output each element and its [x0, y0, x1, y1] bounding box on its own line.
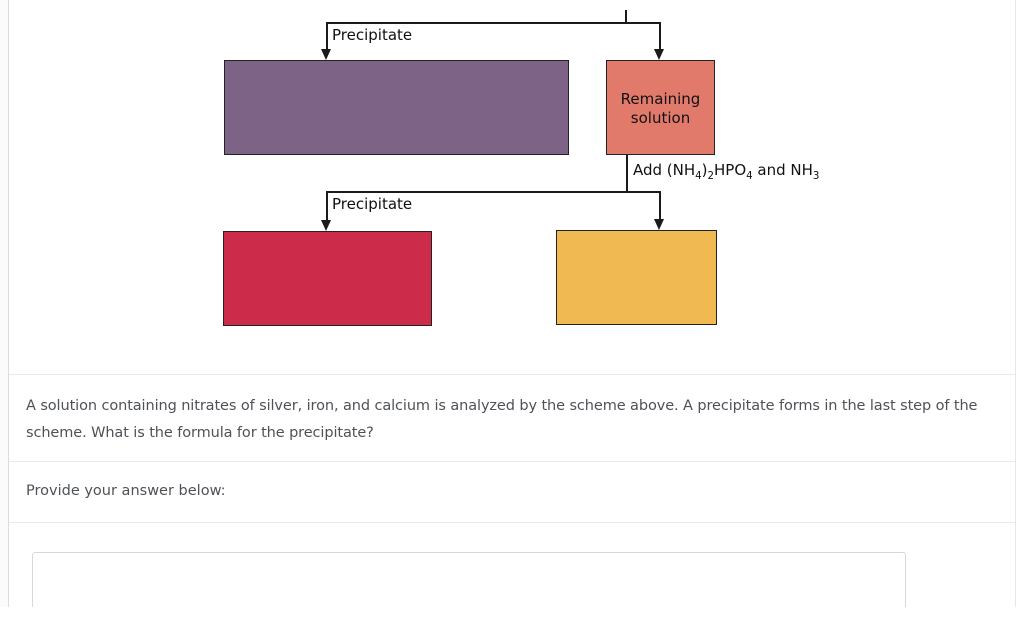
precipitate-box-2	[223, 231, 432, 326]
content-right-border	[1015, 0, 1016, 607]
answer-prompt: Provide your answer below:	[26, 483, 226, 499]
final-solution-box	[556, 230, 717, 325]
connector-top-horizontal	[326, 22, 661, 24]
connector-bottom-right-vertical	[659, 191, 661, 221]
section-divider	[9, 374, 1015, 375]
question-text: A solution containing nitrates of silver…	[26, 398, 978, 441]
precipitate-box-1	[224, 60, 569, 155]
connector-middle-spine	[626, 155, 628, 193]
section-divider	[9, 461, 1015, 462]
answer-input[interactable]	[32, 552, 906, 607]
connector-bottom-horizontal	[326, 191, 661, 193]
arrowhead-down-icon	[321, 49, 331, 60]
connector-top-right-vertical	[659, 22, 661, 52]
arrowhead-down-icon	[321, 220, 331, 231]
connector-bottom-left-vertical	[326, 191, 328, 222]
arrowhead-down-icon	[654, 49, 664, 60]
connector-top-left-vertical	[326, 22, 328, 52]
remaining-solution-label: Remaining solution	[620, 89, 701, 128]
section-divider	[9, 522, 1015, 523]
content-left-border	[8, 0, 9, 607]
add-reagents-label: Add (NH4)2HPO4 and NH3	[633, 161, 820, 182]
remaining-solution-box: Remaining solution	[606, 60, 715, 155]
page-left-margin	[0, 0, 8, 607]
precipitate-label-top: Precipitate	[332, 26, 413, 44]
arrowhead-down-icon	[654, 219, 664, 230]
connector-spine-top	[625, 10, 627, 24]
precipitate-label-bottom: Precipitate	[332, 195, 413, 213]
